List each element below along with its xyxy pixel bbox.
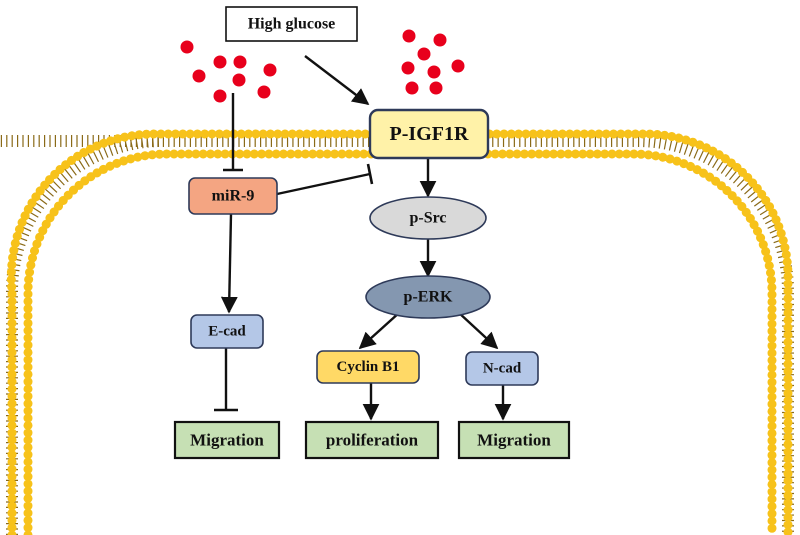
edge-mirna-inhibits-receptor-bar	[366, 163, 374, 185]
outcome-right-label: Migration	[477, 431, 551, 450]
membrane-lipid-tails	[0, 134, 794, 535]
outcome-right-node: Migration	[457, 420, 571, 460]
glucose-molecule	[192, 69, 206, 83]
receptor-node: P-IGF1R	[368, 108, 490, 160]
glucose-molecule	[405, 81, 419, 95]
glucose-molecule	[232, 73, 246, 87]
edge-mirna-to-ecad	[220, 213, 238, 314]
receptor-label: P-IGF1R	[390, 123, 469, 145]
mirna-label: miR-9	[212, 188, 255, 205]
stimulus-label: High glucose	[248, 16, 336, 33]
glucose-molecule	[213, 89, 227, 103]
outcome-left-label: Migration	[190, 431, 264, 450]
edge-stimulus-to-receptor	[304, 55, 370, 106]
src-label: p-Src	[409, 210, 446, 227]
cell-membrane	[0, 129, 794, 535]
cyclin-label: Cyclin B1	[337, 359, 400, 375]
glucose-molecule	[427, 65, 441, 79]
outcome-middle-node: proliferation	[304, 420, 440, 460]
glucose-molecule	[417, 47, 431, 61]
glucose-molecule	[401, 61, 415, 75]
glucose-molecule	[429, 81, 443, 95]
glucose-molecule	[451, 59, 465, 73]
glucose-molecule	[433, 33, 447, 47]
edge-mirna-inhibits-receptor	[276, 172, 371, 196]
stimulus-node: High glucose	[225, 6, 358, 42]
outcome-middle-label: proliferation	[326, 431, 419, 450]
cyclin-node: Cyclin B1	[316, 350, 420, 384]
ecad-label: E-cad	[208, 324, 246, 340]
edge-erk-to-ncad	[457, 311, 499, 350]
edge-erk-to-cyclin	[358, 311, 401, 350]
glucose-cluster-right	[401, 29, 465, 95]
glucose-molecule	[402, 29, 416, 43]
erk-node: p-ERK	[365, 275, 491, 319]
ncad-node: N-cad	[465, 351, 539, 386]
src-node: p-Src	[369, 196, 487, 240]
glucose-cluster-left	[180, 40, 277, 103]
glucose-molecule	[213, 55, 227, 69]
membrane-outer-leaflet	[6, 129, 793, 535]
outcome-left-node: Migration	[173, 420, 281, 460]
pathway-nodes: High glucose P-IGF1R miR-9 p-Src p-ERK E…	[173, 6, 571, 460]
glucose-molecule	[263, 63, 277, 77]
ecad-node: E-cad	[190, 314, 264, 349]
glucose-molecule	[180, 40, 194, 54]
pathway-edges	[214, 55, 512, 421]
erk-label: p-ERK	[404, 289, 453, 306]
mirna-node: miR-9	[188, 177, 278, 215]
ncad-label: N-cad	[483, 361, 522, 377]
glucose-molecule	[233, 55, 247, 69]
glucose-molecule	[257, 85, 271, 99]
